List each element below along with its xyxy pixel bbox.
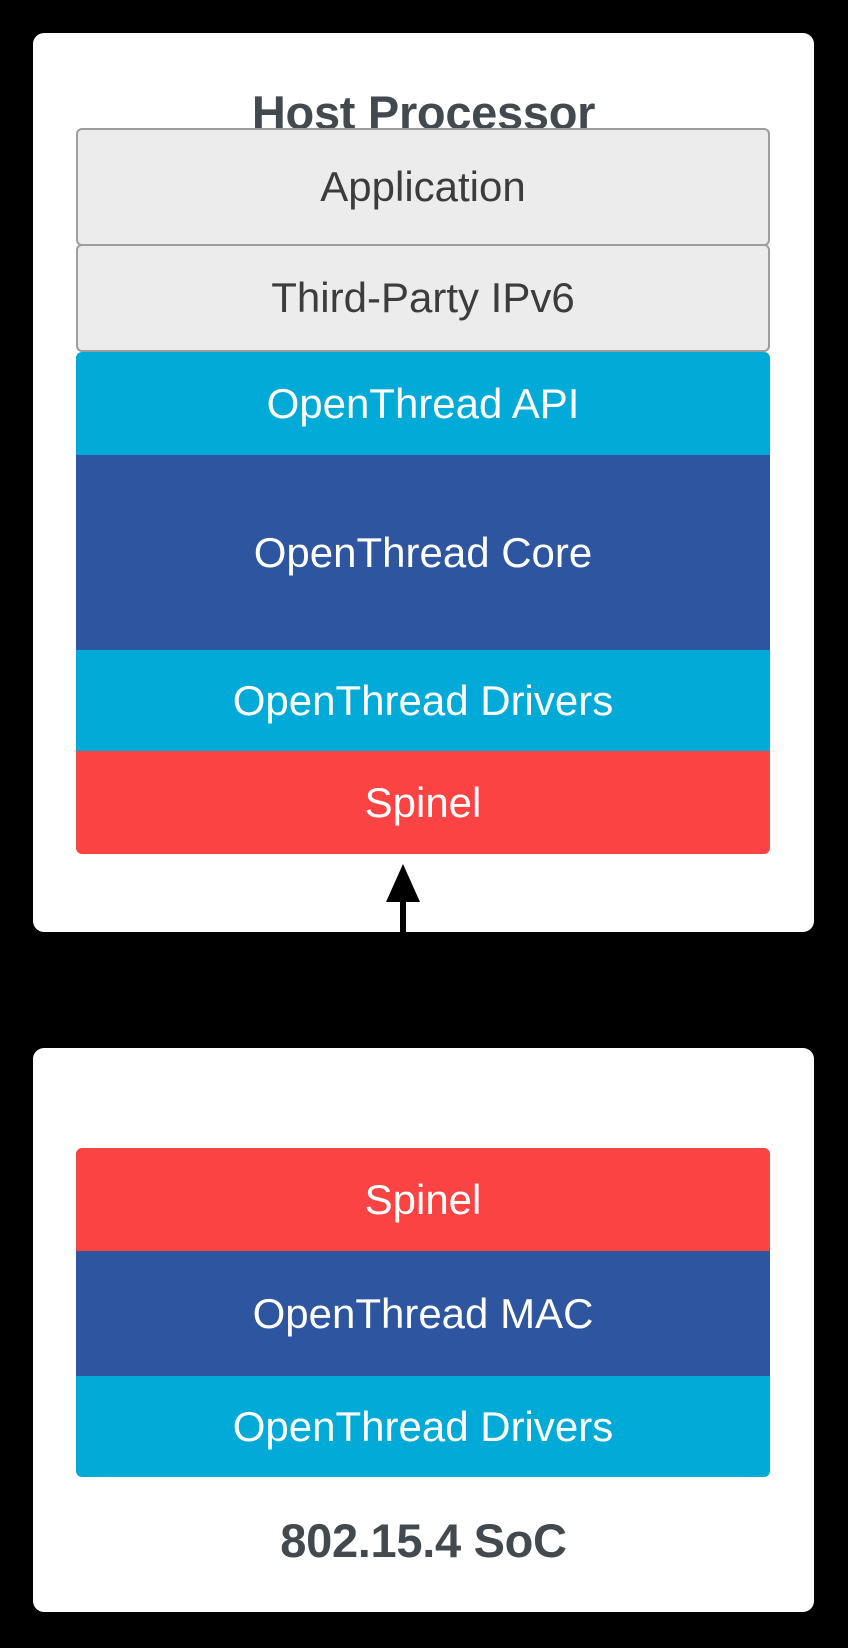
host-processor-panel: Host Processor Application Third-Party I… xyxy=(33,33,814,932)
layer-application[interactable]: Application xyxy=(76,128,770,246)
layer-openthread-mac[interactable]: OpenThread MAC xyxy=(76,1251,770,1376)
layer-spinel-soc-label: Spinel xyxy=(364,1175,482,1223)
layer-application-label: Application xyxy=(320,163,526,210)
soc-layer-stack: Spinel OpenThread MAC OpenThread Drivers xyxy=(76,1070,770,1477)
layer-openthread-api-label: OpenThread API xyxy=(266,379,580,427)
soc-title: 802.15.4 SoC xyxy=(280,1514,567,1567)
layer-openthread-drivers-soc-label: OpenThread Drivers xyxy=(232,1402,614,1450)
layer-spinel-host[interactable]: Spinel xyxy=(76,751,770,854)
layer-third-party-ipv6[interactable]: Third-Party IPv6 xyxy=(76,244,770,352)
layer-openthread-api[interactable]: OpenThread API xyxy=(76,352,770,455)
soc-panel: Spinel OpenThread MAC OpenThread Drivers… xyxy=(33,1048,814,1612)
layer-spinel-soc[interactable]: Spinel xyxy=(76,1148,770,1251)
host-layer-stack: Application Third-Party IPv6 OpenThread … xyxy=(76,128,770,854)
layer-openthread-drivers-host[interactable]: OpenThread Drivers xyxy=(76,650,770,751)
layer-spinel-host-label: Spinel xyxy=(364,778,482,826)
layer-openthread-drivers-soc[interactable]: OpenThread Drivers xyxy=(76,1376,770,1477)
layer-third-party-ipv6-label: Third-Party IPv6 xyxy=(271,274,575,321)
layer-openthread-mac-label: OpenThread MAC xyxy=(252,1289,594,1337)
layer-openthread-drivers-host-label: OpenThread Drivers xyxy=(232,676,614,724)
layer-openthread-core[interactable]: OpenThread Core xyxy=(76,455,770,650)
layer-openthread-core-label: OpenThread Core xyxy=(253,528,593,576)
